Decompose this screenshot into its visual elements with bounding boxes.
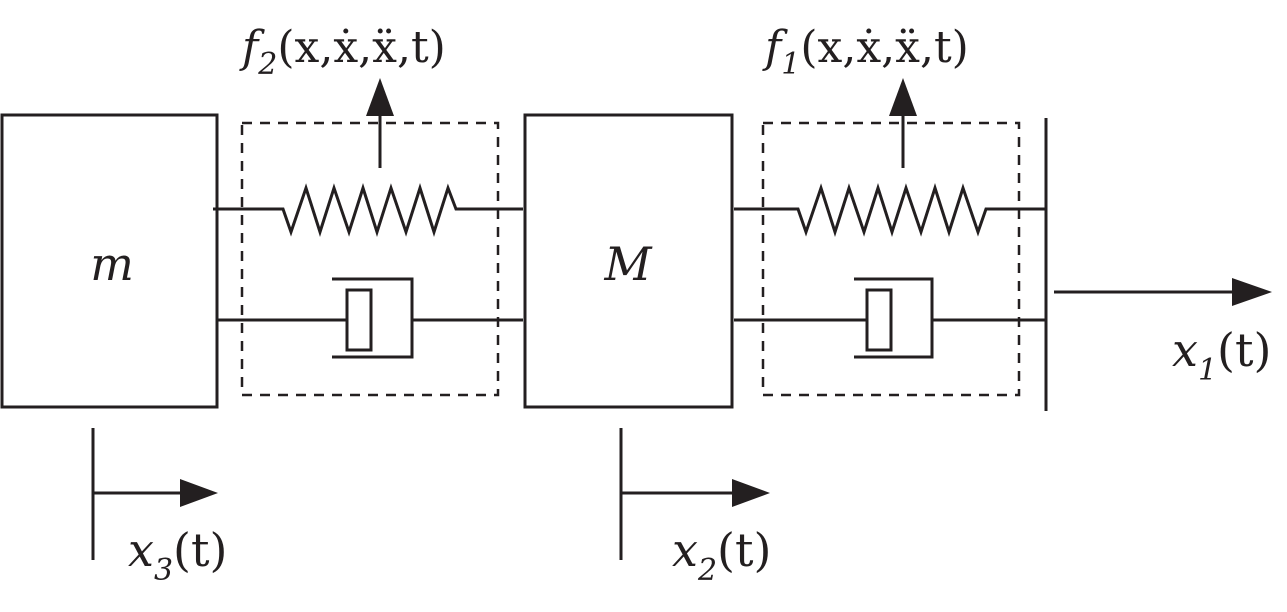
damper-1 (734, 277, 1046, 359)
spring-2 (213, 183, 523, 237)
displacement-x1-arrow (1054, 278, 1272, 306)
damper-2 (217, 277, 523, 359)
displacement-x1-label: x1(t) (1172, 323, 1271, 388)
displacement-x2-label: x2(t) (672, 523, 771, 588)
coupling-1-dashed-box (761, 121, 1021, 397)
displacement-x3-arrow (91, 428, 218, 560)
displacement-x2-arrow (619, 428, 770, 560)
mass-M-block (523, 113, 734, 409)
spring-1 (734, 183, 1046, 237)
coupling-2-dashed-box (240, 121, 500, 397)
force-f1-label: f1(x,ẋ,ẍ,t) (762, 22, 969, 82)
mass-m-block (0, 113, 219, 409)
force-f1-arrow (889, 78, 917, 168)
displacement-x3-label: x3(t) (128, 523, 227, 588)
force-f2-arrow (366, 78, 394, 168)
mass-M-label: M (603, 237, 653, 291)
mass-m-label: m (90, 237, 134, 291)
force-f2-label: f2(x,ẋ,ẍ,t) (239, 22, 446, 82)
